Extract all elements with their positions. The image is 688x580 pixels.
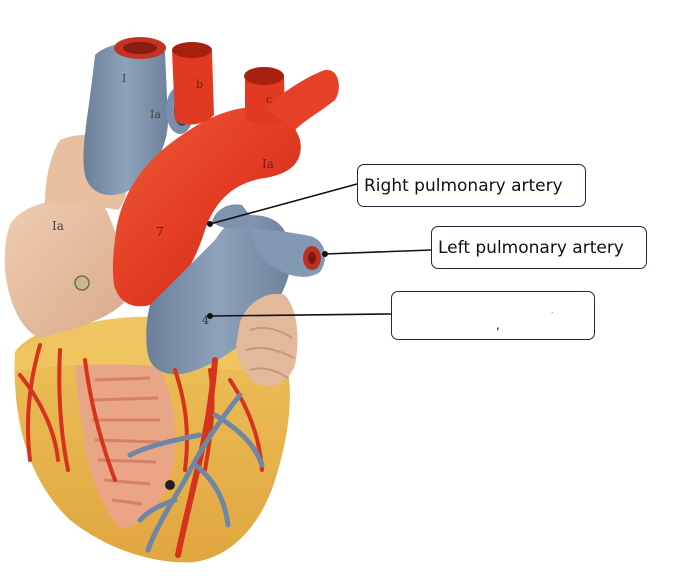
mark-svc-opening: Ia: [150, 108, 161, 121]
atrium-screw: [74, 275, 90, 291]
label-left-pulmonary-artery: Left pulmonary artery: [431, 226, 647, 269]
coronary-arteries: [18, 343, 264, 482]
label-right-pulmonary-artery: Right pulmonary artery: [357, 164, 586, 207]
mark-svc: I: [122, 72, 126, 85]
mark-aortic-arch: Ia: [262, 157, 274, 171]
mark-branch-b: b: [196, 78, 203, 91]
leader-dot-left-pulmonary-artery: [322, 251, 328, 257]
branch-b-opening: [172, 42, 212, 58]
left-auricle: [236, 293, 298, 387]
aortic-arch-descending: [265, 69, 339, 130]
myocardium-region: [75, 362, 176, 528]
myocardium-stripes: [91, 376, 161, 506]
label-blank-answer-box[interactable]: [391, 291, 595, 340]
leader-dot-blank-label: [207, 313, 213, 319]
svc-opening-inner: [123, 42, 157, 54]
stray-dot: .: [551, 307, 554, 315]
superior-vena-cava: [83, 42, 168, 195]
left-pa-opening-inner: [308, 252, 316, 264]
stray-mark: ,: [496, 318, 500, 332]
leader-dot-right-pulmonary-artery: [207, 221, 213, 227]
mark-pulmonary-trunk: 4: [202, 314, 209, 327]
leader-left-pulmonary-artery: [324, 249, 432, 255]
mark-branch-c: c: [266, 93, 272, 106]
mark-right-atrium: Ia: [52, 219, 64, 233]
leader-blank-label: [209, 313, 392, 317]
coronary-veins: [127, 392, 265, 553]
coronary-artery-main: [175, 357, 218, 558]
pulmonary-trunk: [146, 215, 291, 375]
pulmonary-branch-right: [212, 204, 255, 229]
branch-c-opening: [244, 67, 284, 85]
ventricle-pin: [165, 480, 175, 490]
left-auricle-folds: [245, 327, 295, 379]
right-atrium: [4, 197, 127, 338]
aortic-branch-b: [172, 44, 214, 125]
mark-aorta: 7: [156, 225, 164, 239]
aorta: [112, 107, 301, 307]
leader-right-pulmonary-artery: [209, 183, 358, 225]
